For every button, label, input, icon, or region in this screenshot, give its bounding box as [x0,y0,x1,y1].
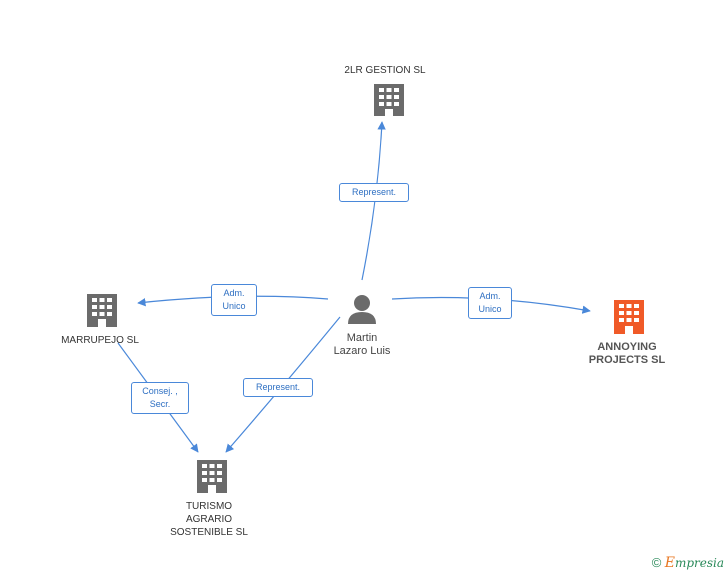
node-label-person[interactable]: Martin Lazaro Luis [312,332,412,358]
brand-initial: E [664,555,675,571]
person-name-line2: Lazaro Luis [333,345,391,357]
edge-label-marrupejo-turismo: Consej. , Secr. [131,382,189,414]
node-name-line2: AGRARIO [185,514,233,525]
edge-label-line1: Represent. [255,382,301,392]
node-label-turismo[interactable]: TURISMO AGRARIO SOSTENIBLE SL [154,500,264,539]
edge-label-line1: Consej. , [142,386,178,396]
node-name-line1: TURISMO [185,501,233,512]
copyright-icon: © [651,555,662,570]
footer-brand: © Empresia [652,555,724,571]
node-name: 2LR GESTION SL [344,65,426,76]
main-node-name-line2: PROJECTS SL [588,354,666,366]
node-label-marrupejo[interactable]: MARRUPEJO SL [45,334,155,347]
node-name: MARRUPEJO SL [61,335,139,346]
building-icon [87,294,117,327]
node-name-line3: SOSTENIBLE SL [170,527,248,538]
edge-label-line2: Secr. [149,399,171,409]
building-icon [614,300,644,334]
node-label-gestion[interactable]: 2LR GESTION SL [330,64,440,77]
brand-name: mpresia [674,556,724,570]
person-name-line1: Martin [346,332,378,344]
edge-label-line1: Adm. [479,291,501,301]
person-icon [348,295,376,324]
edge-label-line1: Represent. [351,187,397,197]
building-icon [197,460,227,493]
main-node-name-line1: ANNOYING [597,341,657,353]
edge-label-person-marrupejo: Adm. Unico [211,284,257,316]
node-label-annoying[interactable]: ANNOYING PROJECTS SL [572,341,682,367]
edge-label-line1: Adm. [223,288,245,298]
edge-label-person-annoying: Adm. Unico [468,287,512,319]
edge-label-line2: Unico [478,304,502,314]
edge-label-line2: Unico [222,301,246,311]
building-icon [374,84,404,116]
edge-label-person-gestion: Represent. [339,183,409,202]
edge-label-person-turismo: Represent. [243,378,313,397]
